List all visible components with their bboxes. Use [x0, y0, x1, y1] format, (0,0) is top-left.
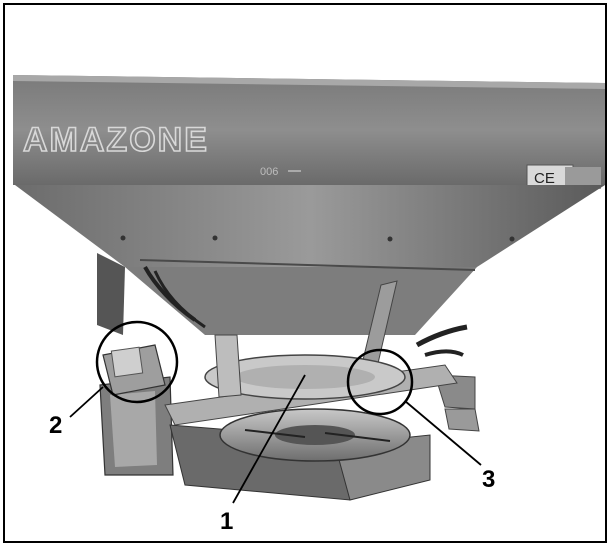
callout-label-3: 3	[482, 466, 495, 493]
brand-logo: AMAZONE	[22, 120, 209, 160]
svg-text:006: 006	[260, 166, 278, 178]
callout-leaders	[69, 374, 482, 504]
callout-label-2: 2	[49, 412, 62, 439]
callout-circle-3	[346, 348, 414, 416]
spreading-disc	[219, 408, 411, 462]
spreader-photo: AMAZONE CE 006	[13, 75, 605, 535]
hopper-top	[13, 75, 605, 185]
svg-text:AMAZONE: AMAZONE	[23, 121, 209, 159]
callout-circle-2	[95, 320, 179, 404]
svg-text:CE: CE	[534, 170, 555, 187]
shutter-lever-box	[102, 344, 166, 396]
callout-label-1: 1	[220, 508, 233, 535]
hopper-bottom-plate	[204, 334, 406, 400]
left-bracket	[97, 253, 206, 335]
figure-frame: AMAZONE CE 006	[3, 3, 607, 543]
callout-labels: 1 2 3	[49, 412, 495, 535]
